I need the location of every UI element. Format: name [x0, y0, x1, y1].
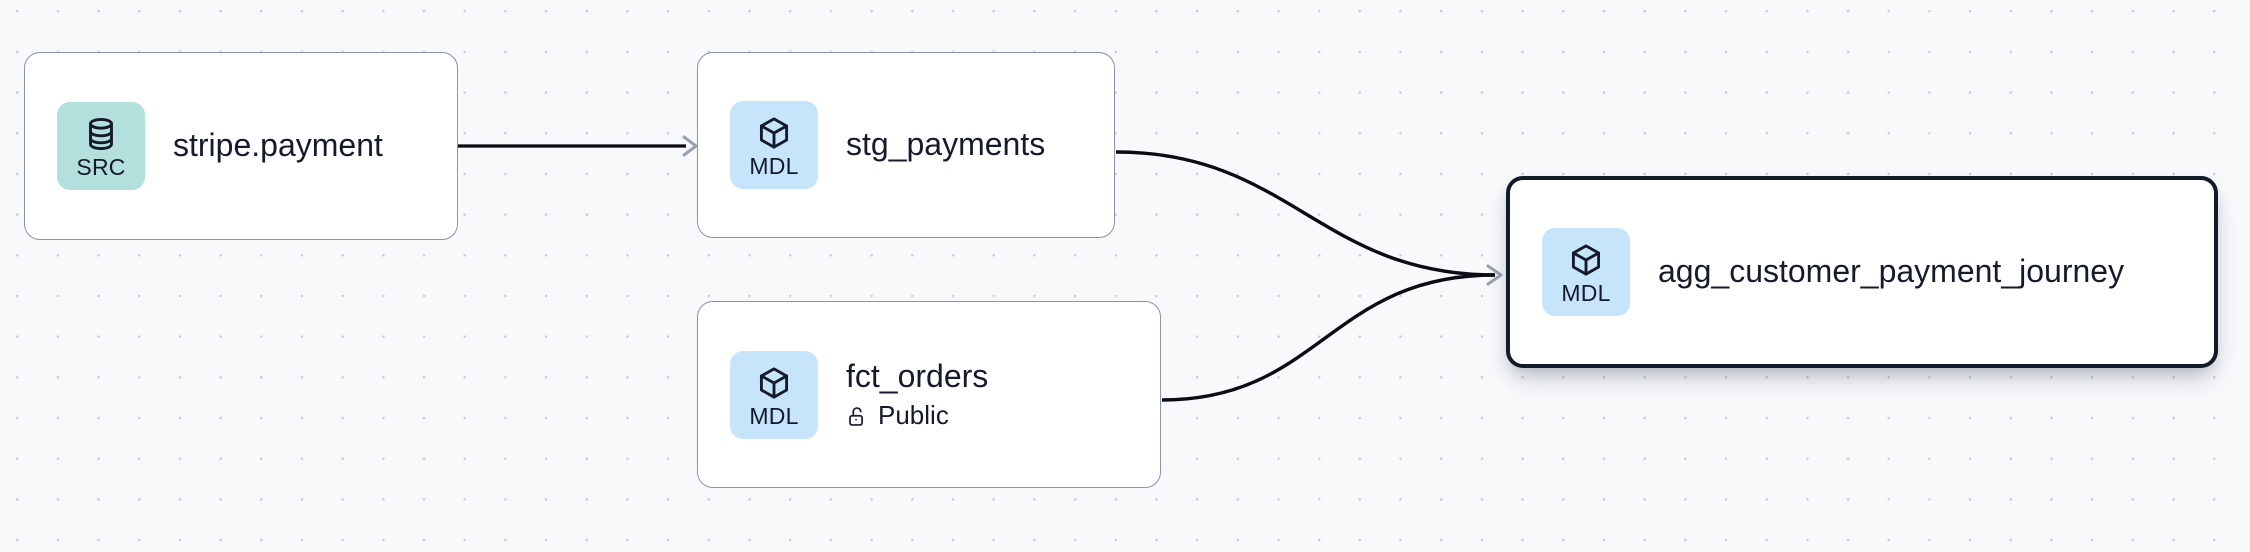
badge-label: MDL	[749, 402, 799, 429]
edge-fct-orders-to-agg-customer-journey	[1161, 273, 1496, 402]
node-agg-customer-payment-journey[interactable]: MDL agg_customer_payment_journey	[1506, 176, 2218, 368]
edge-stg-payments-to-agg-customer-journey	[1115, 150, 1496, 277]
database-icon	[83, 115, 119, 153]
cube-icon	[1568, 241, 1604, 279]
badge-label: MDL	[749, 153, 799, 179]
node-title: fct_orders	[846, 357, 989, 394]
node-text: stg_payments	[846, 126, 1045, 164]
node-subtitle: Public	[846, 401, 988, 431]
node-stg-payments[interactable]: MDL stg_payments	[697, 52, 1115, 238]
node-title: stripe.payment	[173, 127, 383, 164]
badge-mdl: MDL	[730, 350, 818, 439]
badge-mdl: MDL	[1542, 228, 1630, 316]
arrowhead-agg-customer-journey	[1486, 264, 1503, 286]
node-text: agg_customer_payment_journey	[1658, 253, 2124, 291]
node-stripe-payment[interactable]: SRC stripe.payment	[24, 52, 458, 240]
cube-icon	[756, 114, 792, 152]
node-fct-orders[interactable]: MDL fct_orders Public	[697, 301, 1161, 488]
node-subtitle-label: Public	[878, 400, 949, 431]
edge-stripe-payment-to-stg-payments	[458, 135, 698, 157]
badge-label: SRC	[76, 154, 126, 180]
node-text: stripe.payment	[173, 127, 383, 165]
badge-mdl: MDL	[730, 101, 818, 189]
cube-icon	[756, 364, 792, 402]
badge-src: SRC	[57, 102, 145, 190]
unlock-icon	[846, 404, 869, 429]
badge-label: MDL	[1561, 280, 1611, 306]
node-title: stg_payments	[846, 126, 1046, 163]
node-title: agg_customer_payment_journey	[1658, 253, 2125, 290]
node-text: fct_orders Public	[846, 358, 988, 432]
